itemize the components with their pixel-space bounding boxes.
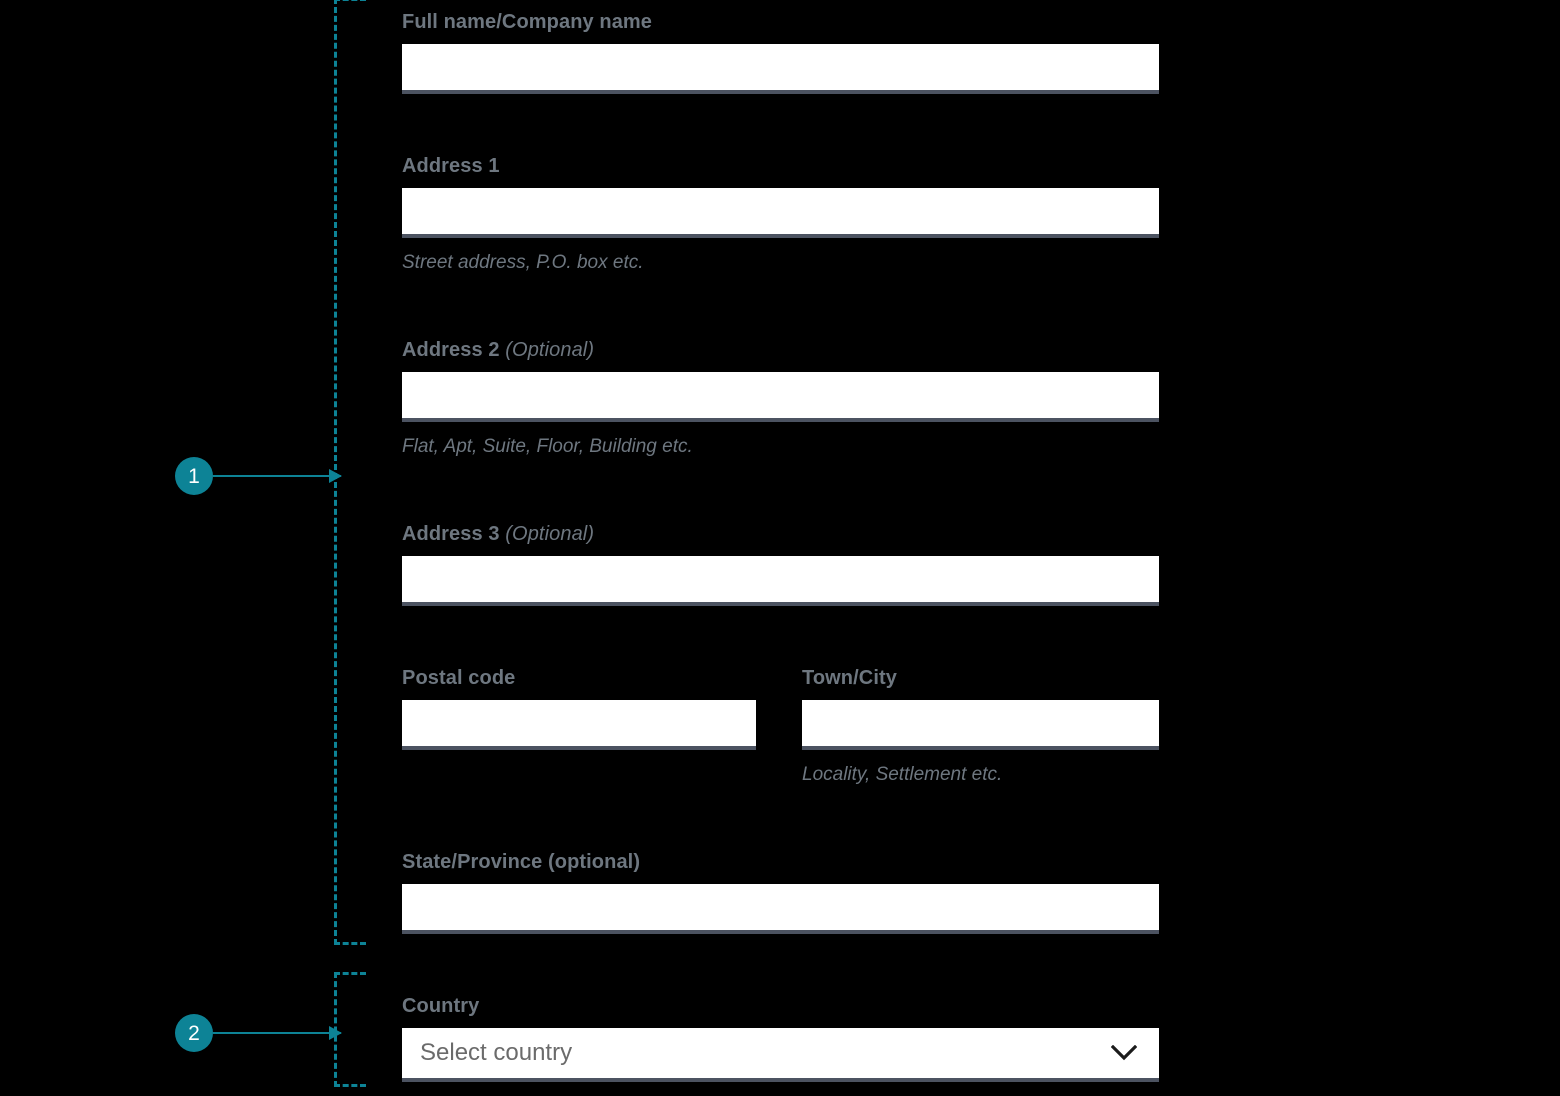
select-country-value: Select country <box>420 1039 573 1066</box>
label-address-2-text: Address 2 <box>402 339 500 361</box>
field-postal-code: Postal code <box>402 666 756 750</box>
callout-badge-1: 1 <box>175 457 213 495</box>
label-state-province: State/Province (optional) <box>402 851 641 873</box>
label-address-3: Address 3 (Optional) <box>402 522 1159 546</box>
label-address-3-optional: (Optional) <box>505 523 595 545</box>
field-address-3: Address 3 (Optional) <box>402 522 1159 606</box>
callout-badge-2: 2 <box>175 1014 213 1052</box>
helper-address-1: Street address, P.O. box etc. <box>402 252 644 273</box>
input-town-city[interactable] <box>802 700 1159 750</box>
input-address-3[interactable] <box>402 556 1159 606</box>
label-address-2: Address 2 (Optional) <box>402 338 1159 362</box>
input-address-1[interactable] <box>402 188 1159 238</box>
label-town-city: Town/City <box>802 667 897 689</box>
field-town-city: Town/City Locality, Settlement etc. <box>802 666 1159 787</box>
field-full-name: Full name/Company name <box>402 10 1159 94</box>
label-address-2-optional: (Optional) <box>505 339 595 361</box>
field-address-2: Address 2 (Optional) Flat, Apt, Suite, F… <box>402 338 1159 459</box>
field-address-1: Address 1 Street address, P.O. box etc. <box>402 154 1159 275</box>
select-country[interactable]: Select country <box>402 1028 1159 1082</box>
label-address-3-text: Address 3 <box>402 523 500 545</box>
field-state-province: State/Province (optional) <box>402 850 1159 934</box>
input-state-province[interactable] <box>402 884 1159 934</box>
field-country: Country Select country <box>402 994 1159 1082</box>
chevron-down-icon <box>1111 1040 1137 1066</box>
label-full-name: Full name/Company name <box>402 11 653 33</box>
arrow-right-icon <box>213 1032 341 1034</box>
callout-marker-2: 2 <box>175 1014 341 1052</box>
label-country: Country <box>402 995 480 1017</box>
input-postal-code[interactable] <box>402 700 756 750</box>
input-address-2[interactable] <box>402 372 1159 422</box>
callout-marker-1: 1 <box>175 457 341 495</box>
label-address-1: Address 1 <box>402 155 500 177</box>
input-full-name[interactable] <box>402 44 1159 94</box>
helper-address-2: Flat, Apt, Suite, Floor, Building etc. <box>402 436 693 457</box>
label-postal-code: Postal code <box>402 667 516 689</box>
helper-town-city: Locality, Settlement etc. <box>802 764 1003 785</box>
arrow-right-icon <box>213 475 341 477</box>
